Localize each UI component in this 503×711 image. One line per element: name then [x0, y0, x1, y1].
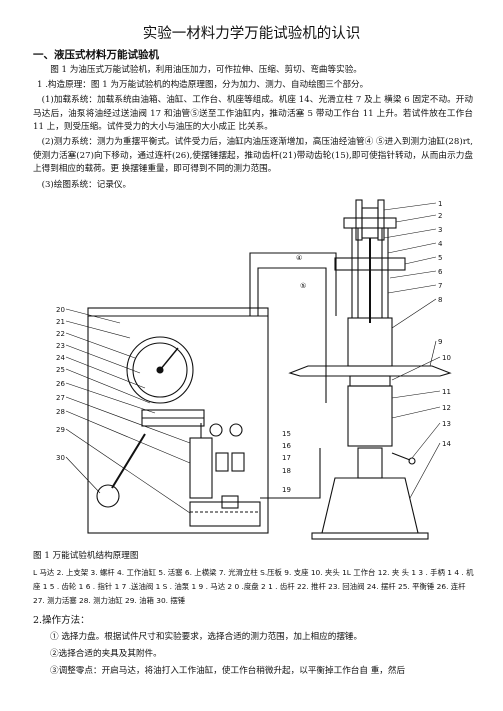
figure-legend: L 马达 2. 上支架 3. 螺杆 4. 工作油缸 5. 活塞 6. 上横梁 7… — [33, 568, 474, 605]
svg-text:28: 28 — [56, 408, 65, 416]
svg-text:5: 5 — [438, 254, 442, 262]
svg-text:8: 8 — [438, 296, 442, 304]
figure-caption: 图 1 万能试验机结构原理图 — [33, 551, 139, 561]
svg-text:13: 13 — [442, 420, 451, 428]
svg-text:24: 24 — [56, 354, 65, 362]
svg-text:9: 9 — [438, 338, 442, 346]
svg-text:1: 1 — [438, 200, 442, 208]
pendulum-weight — [96, 484, 120, 508]
svg-text:21: 21 — [56, 318, 65, 326]
step-item: ③调整零点：开启马达，将油打入工作油缸，使工作台稍微升起，以平衡掉工作台自 重，… — [50, 666, 406, 676]
svg-text:26: 26 — [56, 380, 65, 388]
svg-text:12: 12 — [442, 404, 451, 412]
machine-structure-diagram: 20 21 22 23 24 25 26 27 28 29 30 — [56, 199, 452, 540]
middle-callouts: 15 16 17 18 19 ④ ⑤ — [282, 254, 306, 494]
svg-text:22: 22 — [56, 330, 65, 338]
svg-text:2: 2 — [438, 212, 442, 220]
left-callouts: 20 21 22 23 24 25 26 27 28 29 30 — [56, 306, 65, 462]
svg-text:27: 27 — [56, 394, 65, 402]
step-item: ① 选择力盘。根据试件尺寸和实验要求，选择合适的测力范围，加上相应的摆锤。 — [50, 632, 363, 642]
measuring-system-paragraph: (2)测力系统：测力为重摆平衡式。试件受力后，油缸内油压逐渐增加，高压油经油管④… — [33, 137, 473, 175]
oil-tank — [189, 501, 261, 527]
svg-text:17: 17 — [282, 454, 291, 462]
svg-text:23: 23 — [56, 342, 65, 350]
svg-text:⑤: ⑤ — [300, 282, 306, 290]
plotting-system-paragraph: (3)绘图系统：记录仪。 — [41, 180, 132, 190]
svg-text:6: 6 — [438, 268, 443, 276]
svg-text:19: 19 — [282, 486, 291, 494]
working-cylinder — [357, 447, 383, 479]
svg-text:④: ④ — [296, 254, 302, 262]
right-callouts: 1 2 3 4 5 6 7 8 9 10 11 12 13 14 — [438, 200, 451, 448]
svg-text:18: 18 — [282, 467, 291, 475]
svg-text:25: 25 — [56, 366, 65, 374]
loading-system-paragraph: (1)加载系统：加载系统由油箱、油缸、工作台、机座等组成。机座 14、光滑立柱 … — [33, 95, 473, 133]
svg-text:11: 11 — [442, 388, 451, 396]
svg-text:4: 4 — [438, 240, 443, 248]
svg-text:10: 10 — [442, 354, 451, 362]
principle-paragraph: 1 .构造原理：图 1 为万能试验机的构造原理图，分为加力、测力、自动绘图三个部… — [37, 80, 369, 90]
svg-text:7: 7 — [438, 282, 442, 290]
svg-text:3: 3 — [438, 226, 442, 234]
intro-paragraph: 图 1 为油压式万能试验机，利用油压加力，可作拉伸、压缩、剪切、弯曲等实验。 — [50, 65, 362, 75]
step-item: ②选择合适的夹具及其附件。 — [50, 649, 162, 659]
svg-text:20: 20 — [56, 306, 65, 314]
section-heading: 一、液压式材料万能试验机 — [33, 49, 159, 61]
page-title: 实验一材料力学万能试验机的认识 — [142, 26, 361, 42]
svg-text:29: 29 — [56, 426, 65, 434]
svg-text:16: 16 — [282, 442, 291, 450]
operation-heading: 2.操作方法： — [33, 615, 90, 626]
machine-base — [321, 477, 419, 534]
svg-text:15: 15 — [282, 430, 291, 438]
svg-text:30: 30 — [56, 454, 65, 462]
force-dial — [126, 336, 194, 404]
work-table — [288, 365, 452, 377]
svg-text:14: 14 — [442, 440, 451, 448]
